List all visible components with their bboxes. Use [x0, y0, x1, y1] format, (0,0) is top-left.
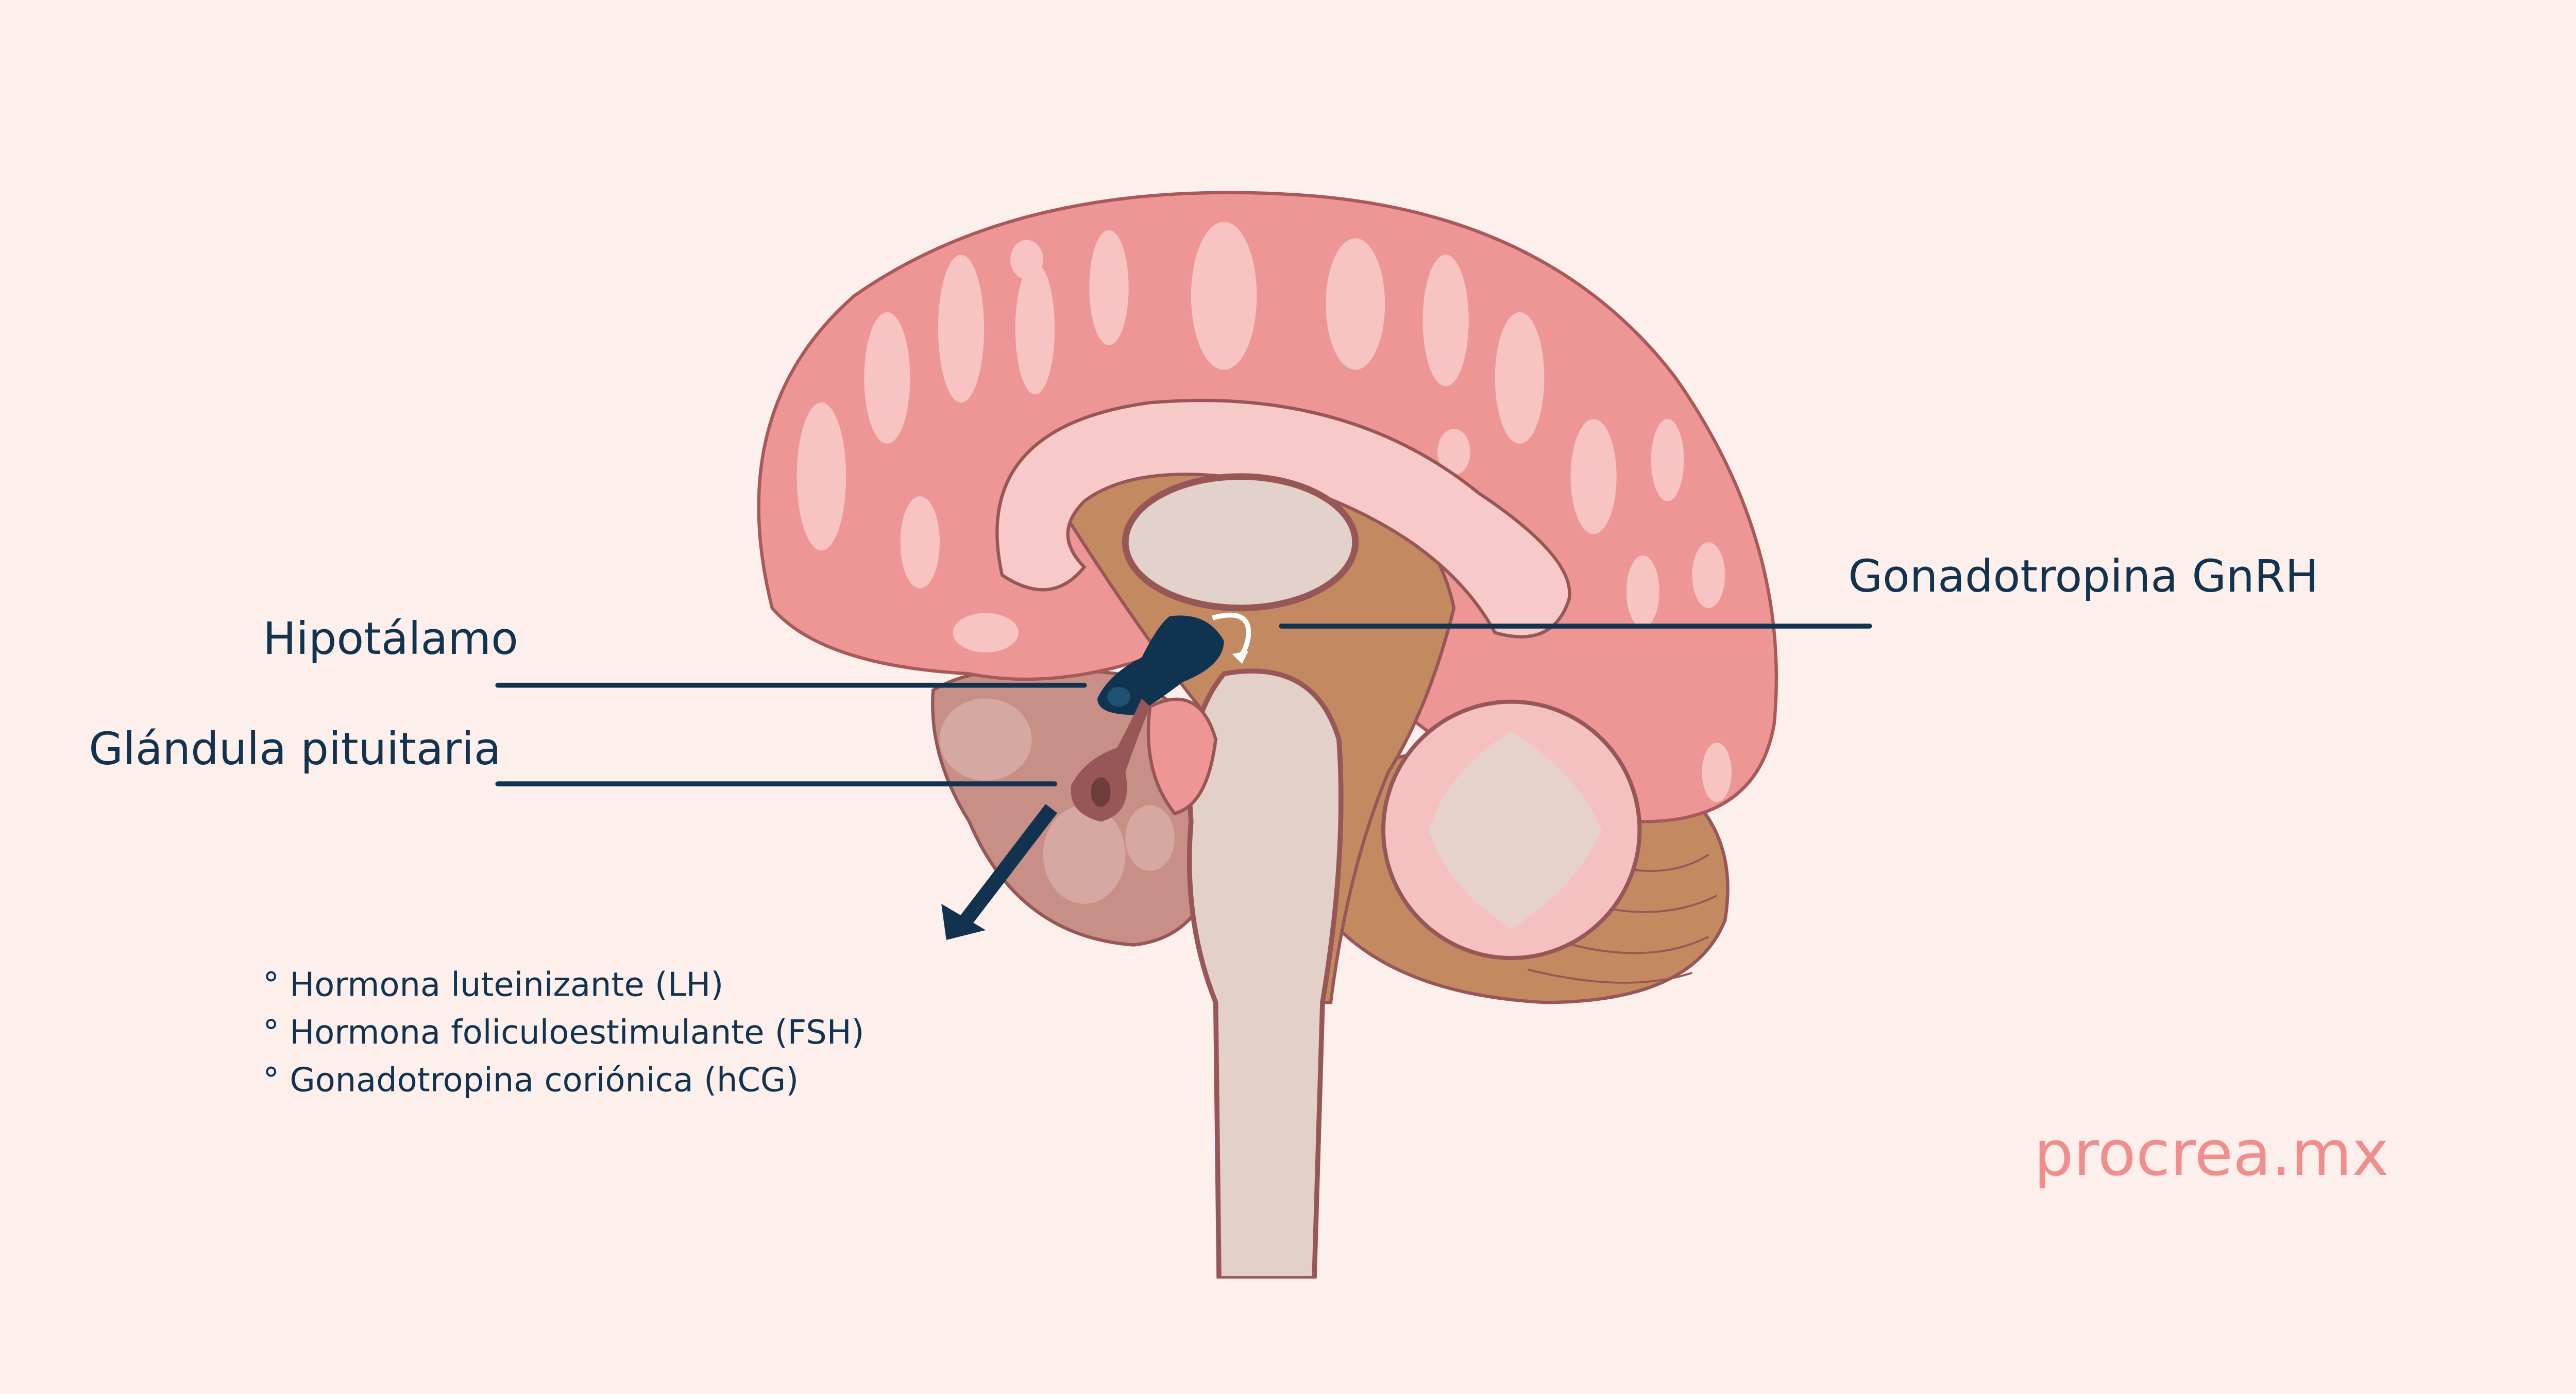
hormone-item: ° Hormona foliculoestimulante (FSH): [263, 1014, 864, 1052]
label-hypothalamus: Hipotálamo: [263, 613, 518, 665]
brain-diagram: Hipotálamo Glándula pituitaria Gonadotro…: [89, 191, 2389, 1279]
temporal-fold: [1043, 805, 1126, 904]
hypothalamus: [1097, 615, 1224, 715]
brand-logo: procrea.mx: [2034, 1117, 2389, 1190]
label-gnrh: Gonadotropina GnRH: [1848, 551, 2318, 602]
corpus-callosum: [995, 398, 1571, 639]
gyri: [796, 222, 1732, 802]
feedback-arrow-icon: [1212, 612, 1251, 664]
midbrain: [1146, 697, 1217, 816]
ventricle: [1122, 473, 1359, 612]
temporal-fold: [939, 698, 1032, 781]
cerebellum-core: [1429, 731, 1602, 929]
release-arrow-icon: [941, 804, 1058, 940]
label-pituitary: Glándula pituitaria: [89, 724, 501, 775]
hormone-item: ° Gonadotropina coriónica (hCG): [263, 1061, 799, 1099]
temporal-fold: [1125, 805, 1175, 871]
pituitary-gland: [1071, 698, 1150, 822]
hormone-item: ° Hormona luteinizante (LH): [263, 966, 723, 1004]
pituitary-lobe: [1091, 777, 1111, 807]
hypothalamus-highlight: [1107, 686, 1130, 707]
